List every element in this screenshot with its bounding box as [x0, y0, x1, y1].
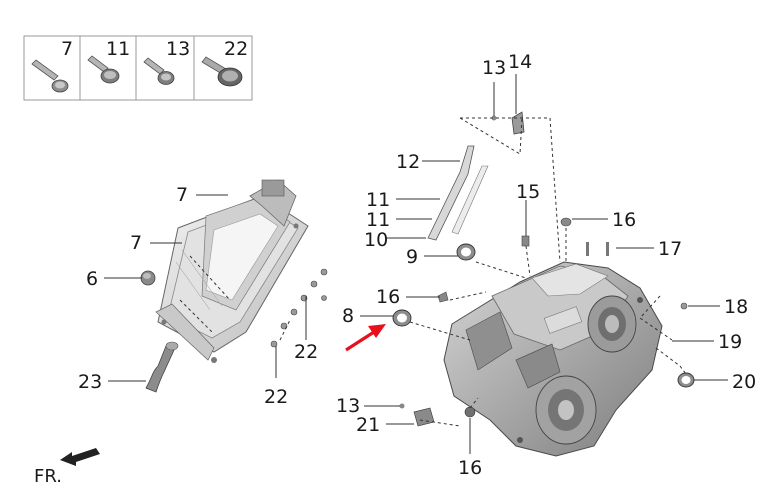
callout-16-mid: 16	[376, 286, 400, 308]
callout-16-top: 16	[612, 209, 636, 231]
bolt-18	[680, 302, 688, 310]
callout-16-bottom: 16	[458, 457, 482, 479]
highlight-arrow	[345, 324, 386, 352]
callout-17: 17	[658, 238, 682, 260]
callout-14: 14	[508, 51, 532, 73]
callout-20: 20	[732, 371, 756, 393]
legend-item-13: 13	[143, 38, 190, 85]
callout-11-upper: 11	[366, 189, 390, 211]
callout-13-top: 13	[482, 57, 506, 79]
callout-22-lower: 22	[264, 386, 288, 408]
bolt-11-icon	[87, 55, 120, 84]
callout-19: 19	[718, 331, 742, 353]
plug-part-6	[140, 270, 156, 286]
bolt-13-icon	[143, 57, 175, 85]
callout-8: 8	[342, 305, 354, 327]
callout-6: 6	[86, 268, 98, 290]
legend-number-7: 7	[61, 38, 73, 60]
callout-23: 23	[78, 371, 102, 393]
legend-item-7: 7	[31, 38, 73, 93]
callout-21: 21	[356, 414, 380, 436]
plug-16-bottom	[464, 406, 476, 418]
legend-number-11: 11	[106, 38, 130, 60]
breather-17	[586, 242, 609, 256]
sensor-14	[491, 111, 525, 135]
callout-10: 10	[364, 229, 388, 251]
bolt-7-icon	[31, 59, 69, 93]
legend-item-11: 11	[87, 38, 130, 84]
callout-22-upper: 22	[294, 341, 318, 363]
callout-7-upper: 7	[176, 184, 188, 206]
transmission-housing	[443, 261, 663, 457]
leader-lines	[104, 74, 728, 454]
cover-plate-assembly	[155, 179, 309, 363]
callout-9: 9	[406, 246, 418, 268]
front-label: FR.	[34, 466, 62, 487]
bolts-22-group-left	[270, 268, 328, 348]
legend-number-13: 13	[166, 38, 190, 60]
callout-7-lower: 7	[130, 232, 142, 254]
plug-15	[521, 235, 530, 247]
seal-ring-20	[677, 372, 695, 388]
plug-16-mid	[437, 291, 449, 303]
bolt-22-icon	[201, 56, 243, 87]
callout-labels: 7 7 6 23 22 22 13 14 12 11 11 10 9 15 16…	[78, 51, 756, 479]
callout-13-bottom: 13	[336, 395, 360, 417]
callout-12: 12	[396, 151, 420, 173]
callout-15: 15	[516, 181, 540, 203]
seal-ring-9	[456, 243, 476, 261]
fastener-legend: 7 11 13 22	[23, 35, 253, 101]
callout-11-lower: 11	[366, 209, 390, 231]
callout-18: 18	[724, 296, 748, 318]
legend-number-22: 22	[224, 38, 248, 60]
front-direction-indicator: FR.	[34, 448, 100, 487]
plug-16-top	[560, 217, 572, 227]
oil-pipe-12	[427, 145, 489, 241]
hose-part-23	[145, 341, 179, 393]
sensor-21	[399, 403, 435, 427]
seal-ring-8	[392, 309, 412, 327]
front-arrow-icon	[60, 448, 100, 466]
legend-item-22: 22	[201, 38, 248, 87]
